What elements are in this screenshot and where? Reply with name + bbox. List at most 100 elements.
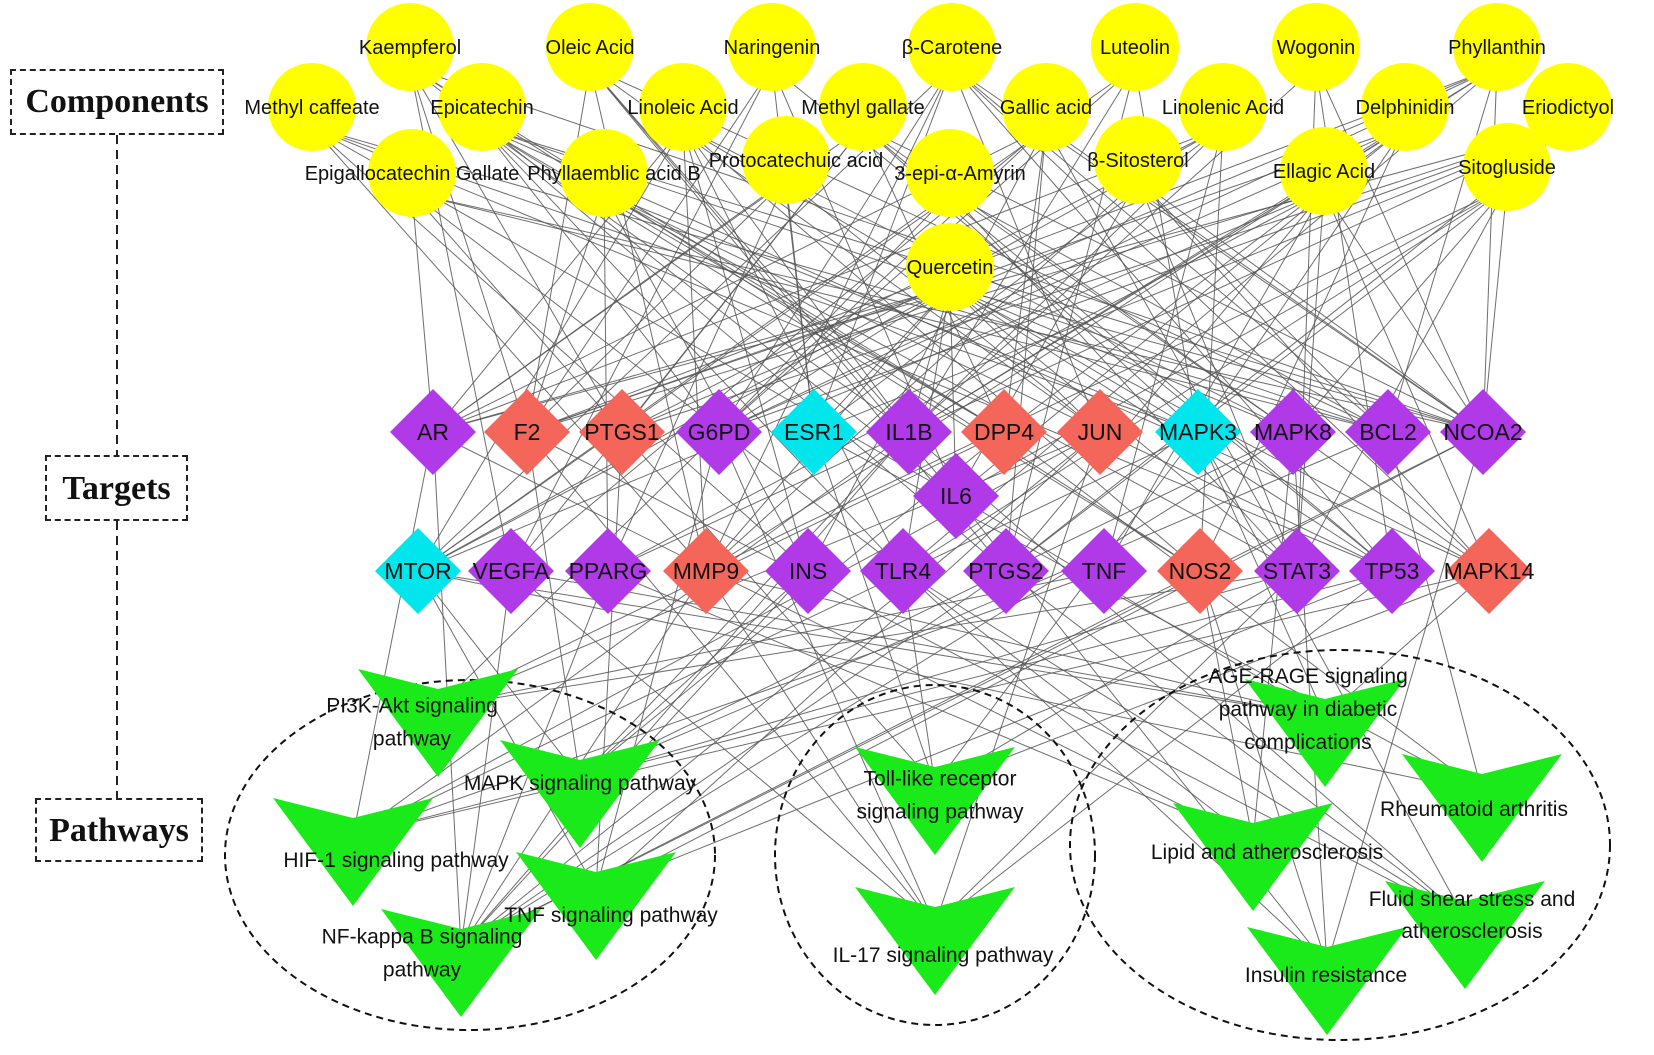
- edge-line: [1323, 190, 1490, 572]
- component-label-epigallocatechin-gallate: Epigallocatechin Gallate: [305, 163, 520, 185]
- edge-line: [1005, 570, 1466, 920]
- edge-line: [595, 431, 720, 891]
- target-label-mapk8: MAPK8: [1254, 419, 1332, 445]
- edge-line: [1003, 431, 1483, 793]
- edge-line: [526, 66, 773, 433]
- target-label-mapk14: MAPK14: [1444, 558, 1535, 584]
- target-node-jun: JUN: [1057, 389, 1143, 475]
- pathway-label-line: Fluid shear stress and: [1369, 888, 1576, 911]
- component-label-epicatechin: Epicatechin: [430, 97, 533, 119]
- edge-line: [417, 190, 1325, 572]
- target-diamond: [1157, 528, 1243, 614]
- edge-line: [813, 126, 1569, 433]
- edge-line: [682, 126, 707, 572]
- target-label-ptgs2: PTGS2: [968, 558, 1043, 584]
- pathway-label-line: Insulin resistance: [1245, 964, 1407, 987]
- edge-line: [1292, 186, 1508, 433]
- target-diamond: [1440, 389, 1526, 475]
- edge-line: [1482, 66, 1498, 433]
- target-node-nos2: NOS2: [1157, 528, 1243, 614]
- edge-line: [481, 126, 720, 433]
- edge-line: [682, 126, 904, 572]
- edge-line: [902, 570, 1466, 920]
- target-diamond: [961, 389, 1047, 475]
- pathway-arrow-mapk-signaling-pathway: [500, 740, 660, 848]
- component-label-carotene: β-Carotene: [902, 37, 1002, 59]
- component-label-linolenic-acid: Linolenic Acid: [1162, 97, 1284, 119]
- edge-line: [526, 179, 787, 433]
- edge-line: [311, 126, 1389, 433]
- target-label-tnf: TNF: [1082, 558, 1127, 584]
- edge-line: [1482, 186, 1508, 433]
- edge-line: [579, 431, 1389, 779]
- edge-line: [908, 66, 1136, 433]
- edge-line: [718, 192, 951, 433]
- target-node-il1b: IL1B: [866, 389, 952, 475]
- edge-line: [417, 192, 951, 572]
- target-diamond: [1446, 528, 1532, 614]
- edge-line: [955, 495, 1326, 718]
- pathway-label-il-17-signaling-pathway: IL-17 signaling pathway: [833, 944, 1054, 967]
- edge-line: [460, 570, 512, 948]
- pathway-arrow-lipid-and-atherosclerosis: [1173, 803, 1333, 911]
- edge-line: [417, 126, 1224, 572]
- components-tier-label: Components: [10, 69, 224, 135]
- pathway-label-line: PI3K-Akt signaling: [326, 695, 498, 718]
- target-diamond: [913, 453, 999, 539]
- edge-line: [510, 66, 773, 572]
- edge-line: [1137, 179, 1389, 433]
- edge-line: [718, 126, 1569, 433]
- edge-line: [460, 570, 707, 948]
- target-node-g6pd: G6PD: [676, 389, 762, 475]
- edge-line: [718, 286, 951, 433]
- edge-line: [437, 570, 1298, 708]
- pathway-arrow-age-rage-signaling-pathway-in-diabetic-complications: [1245, 679, 1405, 787]
- component-node-sitogluside: [1463, 123, 1551, 211]
- pathways-tier-text: Pathways: [49, 812, 189, 849]
- edge-line: [785, 179, 815, 433]
- target-diamond: [468, 528, 554, 614]
- component-label-methyl-gallate: Methyl gallate: [801, 97, 924, 119]
- edge-line: [1003, 126, 1047, 433]
- component-label-linoleic-acid: Linoleic Acid: [627, 97, 738, 119]
- component-node-eriodictyol: [1524, 63, 1612, 151]
- pathway-arrow-hif-1-signaling-pathway: [273, 798, 433, 906]
- component-node-quercetin: [906, 223, 994, 311]
- component-node-phyllaemblic-acid-b: [560, 129, 648, 217]
- component-label-kaempferol: Kaempferol: [359, 37, 461, 59]
- edge-line: [460, 431, 1294, 948]
- component-node-carotene: [908, 3, 996, 91]
- target-node-esr1: ESR1: [771, 389, 857, 475]
- edge-line: [603, 192, 1298, 572]
- component-label-sitogluside: Sitogluside: [1458, 157, 1556, 179]
- edge-line: [621, 431, 936, 786]
- edge-line: [1137, 179, 1484, 433]
- edge-line: [1197, 431, 1466, 920]
- target-node-mapk8: MAPK8: [1250, 389, 1336, 475]
- pathway-label-mapk-signaling-pathway: MAPK signaling pathway: [464, 772, 697, 795]
- edge-line: [432, 431, 1254, 842]
- edge-line: [603, 192, 1005, 433]
- edge-line: [902, 570, 1254, 842]
- pathway-label-line: pathway in diabetic: [1219, 698, 1398, 721]
- pathway-label-line: Toll-like receptor: [864, 768, 1017, 791]
- edge-line: [902, 186, 1508, 572]
- target-node-stat3: STAT3: [1254, 528, 1340, 614]
- component-node-linolenic-acid: [1179, 63, 1267, 151]
- target-label-mmp9: MMP9: [673, 558, 739, 584]
- pathway-label-hif-1-signaling-pathway: HIF-1 signaling pathway: [283, 849, 509, 872]
- edge-line: [1045, 126, 1298, 572]
- edge-line: [510, 570, 936, 926]
- pathway-arrow-toll-like-receptor-signaling-pathway: [855, 747, 1015, 855]
- edge-line: [1296, 186, 1508, 572]
- component-circle-layer: [268, 3, 1612, 311]
- edge-line: [1197, 126, 1406, 433]
- component-label-gallic-acid: Gallic acid: [1000, 97, 1092, 119]
- target-label-tlr4: TLR4: [875, 558, 931, 584]
- edge-line: [409, 66, 528, 433]
- edge-line: [411, 192, 623, 433]
- component-node-kaempferol: [366, 3, 454, 91]
